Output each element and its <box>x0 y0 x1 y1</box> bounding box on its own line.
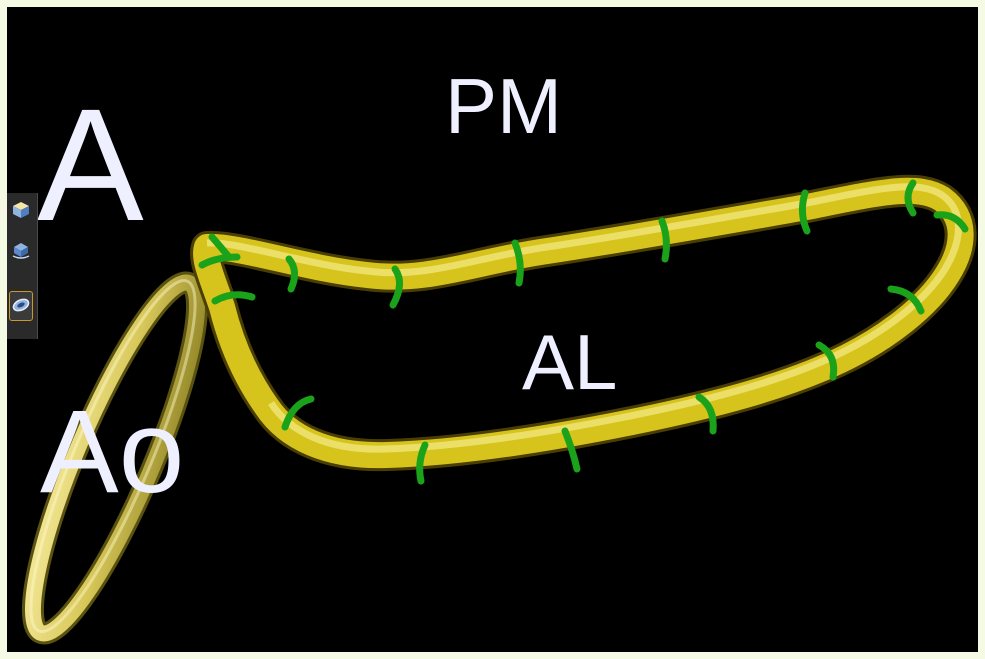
al-label: AL <box>522 323 617 401</box>
3d-viewport[interactable]: A PM AL Ao <box>7 7 978 652</box>
pm-label: PM <box>445 67 562 145</box>
cube-view-button[interactable] <box>9 197 33 227</box>
cube-icon <box>11 200 31 225</box>
aortic-label: Ao <box>40 393 184 511</box>
rotate-cube-icon <box>11 240 31 265</box>
rotate-view-button[interactable] <box>9 237 33 267</box>
anterior-label: A <box>37 85 144 245</box>
view-toolbar <box>7 193 38 339</box>
annulus-view-button[interactable] <box>9 291 33 321</box>
annulus-view-icon <box>11 294 31 319</box>
